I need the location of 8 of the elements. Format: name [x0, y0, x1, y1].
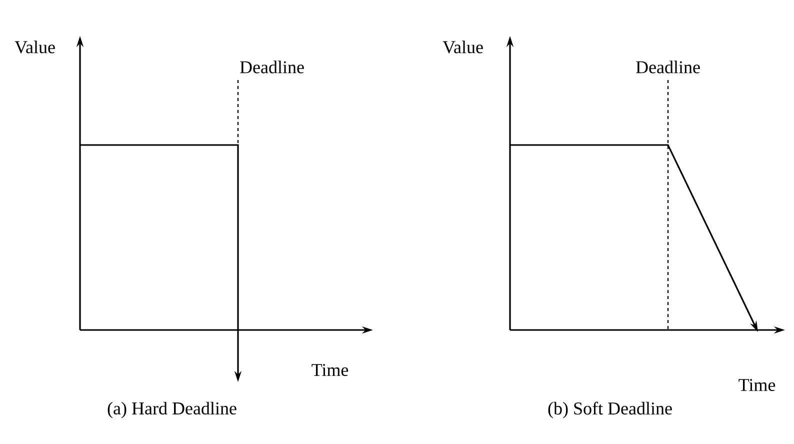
caption: (b) Soft Deadline	[548, 402, 672, 418]
deadline-label: Deadline	[636, 60, 700, 74]
axis-label: Value	[14, 40, 55, 54]
axis-label: Time	[312, 364, 348, 376]
deadline-label: Deadline	[240, 60, 304, 74]
axis-label: Value	[442, 40, 483, 54]
caption: (a) Hard Deadline	[108, 402, 236, 418]
axis-label: Time	[738, 378, 776, 392]
